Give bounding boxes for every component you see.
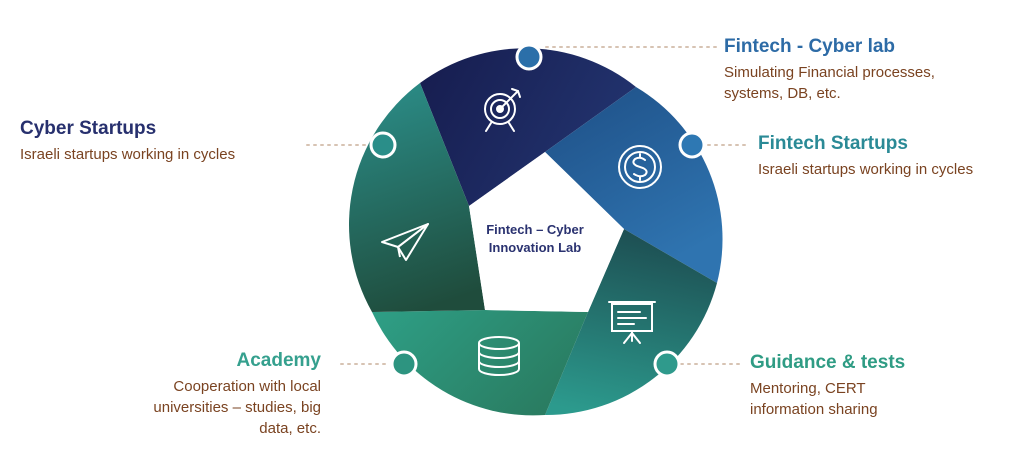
fintech-startups-title: Fintech Startups	[758, 133, 908, 154]
segment-fintech-cyber-lab	[420, 48, 636, 206]
academy-desc-line: Cooperation with local	[173, 378, 321, 395]
label-academy: Academy Cooperation with local universit…	[60, 350, 321, 439]
guidance-tests-title: Guidance & tests	[750, 352, 906, 373]
marker-fintech-startups	[678, 131, 706, 159]
cyber-startups-title: Cyber Startups	[20, 118, 157, 139]
academy-description: Cooperation with local universities – st…	[60, 376, 321, 439]
label-fintech-cyber-lab: Fintech - Cyber lab Simulating Financial…	[724, 36, 935, 104]
guidance-tests-description: Mentoring, CERT information sharing	[750, 378, 905, 420]
guidance-tests-desc-line: Mentoring, CERT	[750, 380, 866, 397]
center-title: Fintech – Cyber Innovation Lab	[470, 221, 600, 257]
cyber-startups-description: Israeli startups working in cycles	[20, 144, 235, 165]
center-pentagon	[469, 152, 624, 312]
fintech-cyber-lab-desc-line: systems, DB, etc.	[724, 85, 841, 102]
fintech-startups-description: Israeli startups working in cycles	[758, 159, 973, 180]
fintech-cyber-lab-description: Simulating Financial processes, systems,…	[724, 62, 935, 104]
center-title-line-2: Innovation Lab	[488, 240, 582, 255]
dollar-coin-icon	[618, 145, 662, 189]
paper-plane-icon	[381, 223, 429, 261]
database-icon	[478, 336, 520, 376]
guidance-tests-desc-line: information sharing	[750, 401, 878, 418]
center-title-line-1: Fintech – Cyber	[486, 222, 584, 237]
fintech-cyber-lab-desc-line: Simulating Financial processes,	[724, 64, 935, 81]
presentation-board-icon	[608, 301, 656, 344]
segment-guidance-tests	[545, 229, 717, 416]
cyber-startups-desc-line: Israeli startups working in cycles	[20, 146, 236, 163]
label-cyber-startups: Cyber Startups Israeli startups working …	[20, 118, 235, 165]
fintech-cyber-lab-title: Fintech - Cyber lab	[724, 36, 896, 57]
academy-desc-line: universities – studies, big	[153, 399, 321, 416]
academy-title: Academy	[236, 350, 322, 371]
label-guidance-tests: Guidance & tests Mentoring, CERT informa…	[750, 352, 905, 420]
target-icon	[484, 88, 521, 132]
label-fintech-startups: Fintech Startups Israeli startups workin…	[758, 133, 973, 180]
marker-fintech-cyber-lab	[515, 43, 543, 71]
marker-guidance-tests	[653, 350, 681, 378]
marker-cyber-startups	[369, 131, 397, 159]
segment-fintech-startups	[545, 87, 723, 283]
fintech-startups-desc-line: Israeli startups working in cycles	[758, 161, 974, 178]
academy-desc-line: data, etc.	[259, 420, 321, 437]
marker-academy	[390, 350, 418, 378]
